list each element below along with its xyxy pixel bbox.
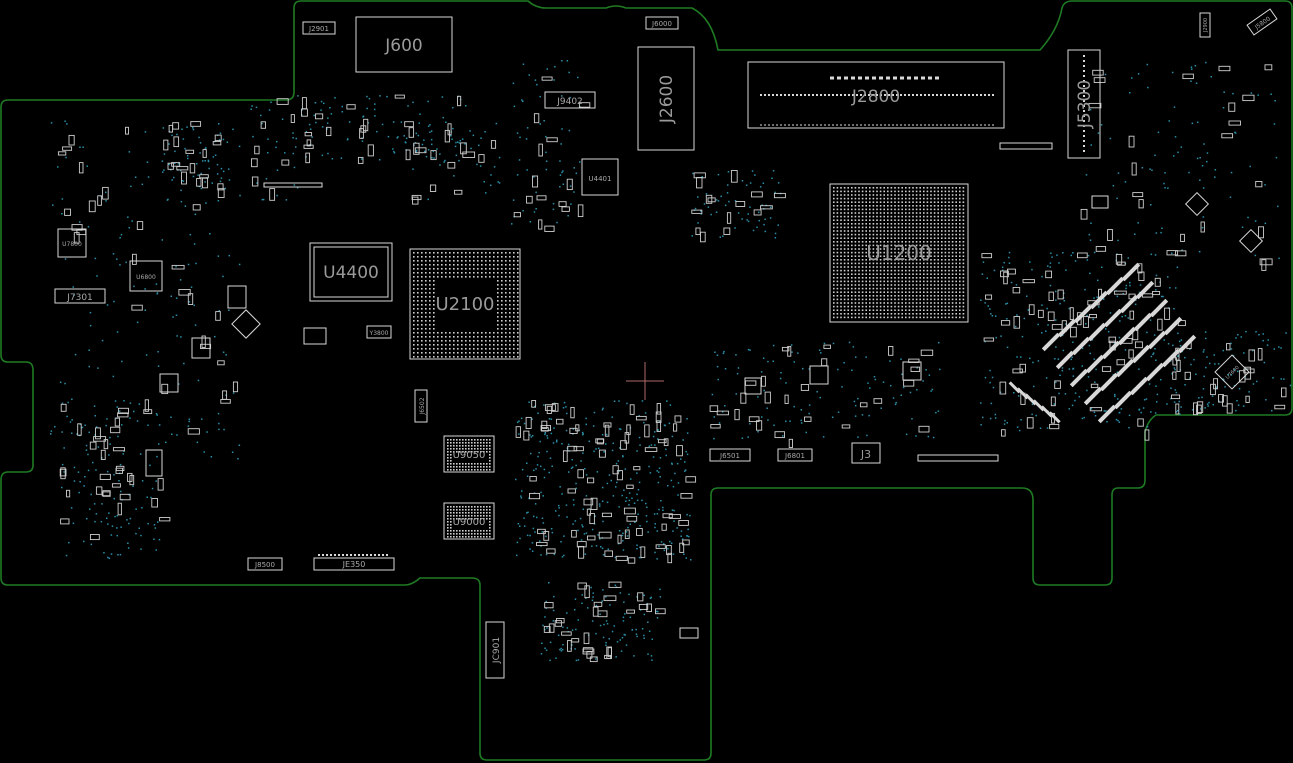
chip-u9050[interactable]: U9050 xyxy=(443,435,495,473)
chip-unlabeled[interactable] xyxy=(744,377,762,395)
label-u6800: U6800 xyxy=(136,274,156,281)
connector-j7301[interactable]: J7301 xyxy=(54,288,106,304)
connector-j6502[interactable]: J6502 xyxy=(414,389,428,423)
connector-j2900[interactable]: J2900 xyxy=(1199,12,1211,38)
chip-unlabeled[interactable] xyxy=(303,327,327,345)
connector-j6501[interactable]: J6501 xyxy=(709,448,751,462)
label-u7800: U7800 xyxy=(62,241,82,248)
bga-grid-u2100 xyxy=(413,252,519,358)
chip-unlabeled[interactable] xyxy=(227,285,247,309)
chip-unlabeled[interactable] xyxy=(191,337,211,359)
chip-unlabeled[interactable] xyxy=(1238,228,1264,254)
label-j7301: J7301 xyxy=(66,293,93,303)
connector-j2800[interactable]: J2800 xyxy=(747,61,1005,129)
connector-unlabeled[interactable] xyxy=(263,182,323,188)
label-u4400: U4400 xyxy=(323,263,379,283)
crosshair-cursor xyxy=(626,362,664,400)
connector-j600[interactable]: J600 xyxy=(355,16,453,73)
label-j600: J600 xyxy=(384,36,422,56)
chip-u4401[interactable]: U4401 xyxy=(581,158,619,196)
label-j6501: J6501 xyxy=(719,452,740,460)
label-j8500: J8500 xyxy=(254,561,275,569)
connector-j3[interactable]: J3 xyxy=(851,442,881,464)
label-j2900: J2900 xyxy=(1203,18,1209,33)
label-je350: JE350 xyxy=(342,560,366,569)
via-field xyxy=(50,60,1292,662)
connector-j2901[interactable]: J2901 xyxy=(302,21,336,35)
chip-u9000[interactable]: U9000 xyxy=(443,502,495,540)
label-j6801: J6801 xyxy=(784,452,805,460)
label-j6502: J6502 xyxy=(419,397,426,415)
label-j6000: J6000 xyxy=(651,20,672,28)
chip-u2100[interactable]: U2100 xyxy=(409,248,521,360)
connector-j9402[interactable]: J9402 xyxy=(544,91,596,109)
pad-grid-u9050 xyxy=(447,439,491,471)
connector-je350[interactable]: JE350 xyxy=(313,554,395,571)
label-j3: J3 xyxy=(860,448,871,461)
label-u2100: U2100 xyxy=(436,294,495,315)
chip-u4400[interactable]: U4400 xyxy=(309,242,393,302)
connector-unlabeled[interactable] xyxy=(917,454,999,462)
connector-j2600[interactable]: J2600 xyxy=(637,46,695,151)
connector-j6000[interactable]: J6000 xyxy=(645,16,679,30)
pad-grid-u9000 xyxy=(447,506,491,538)
chip-unlabeled[interactable] xyxy=(679,627,699,639)
label-u4401: U4401 xyxy=(589,175,612,183)
label-u9050: U9050 xyxy=(453,450,486,461)
chip-unlabeled[interactable] xyxy=(809,365,829,385)
label-u9000: U9000 xyxy=(453,517,486,528)
label-j9402: J9402 xyxy=(556,97,583,107)
diagonal-component-array xyxy=(1008,262,1197,424)
label-y3800: Y3800 xyxy=(369,330,389,337)
connector-j6801[interactable]: J6801 xyxy=(777,448,813,462)
label-j2901: J2901 xyxy=(308,25,329,33)
chip-u1200[interactable]: U1200 xyxy=(829,183,969,323)
label-j2600: J2600 xyxy=(657,75,677,124)
label-j2800: J2800 xyxy=(851,87,900,107)
connector-unlabeled[interactable] xyxy=(999,142,1053,150)
crystal-y3800[interactable]: Y3800 xyxy=(366,325,392,339)
label-u7600: U7600 xyxy=(1225,365,1241,381)
chip-u6800[interactable]: U6800 xyxy=(129,260,163,292)
chip-u7800[interactable]: U7800 xyxy=(57,228,87,258)
connector-jc901[interactable]: JC901 xyxy=(485,621,505,679)
chip-unlabeled[interactable] xyxy=(1184,191,1210,217)
label-u1200: U1200 xyxy=(866,241,932,265)
chip-unlabeled[interactable] xyxy=(902,361,922,381)
label-j5300: J5300 xyxy=(1075,80,1095,129)
connector-j8500[interactable]: J8500 xyxy=(247,557,283,571)
chip-unlabeled[interactable] xyxy=(159,373,179,393)
chip-unlabeled[interactable] xyxy=(1091,195,1109,209)
passive-components xyxy=(57,64,1287,663)
label-jc901: JC901 xyxy=(492,637,502,664)
connector-j5300[interactable]: J5300 xyxy=(1067,49,1101,159)
chip-unlabeled[interactable] xyxy=(231,309,261,339)
bga-grid-u1200 xyxy=(833,187,965,319)
chip-unlabeled[interactable] xyxy=(145,449,163,477)
connector-j5800[interactable]: J5800 xyxy=(1246,8,1278,36)
